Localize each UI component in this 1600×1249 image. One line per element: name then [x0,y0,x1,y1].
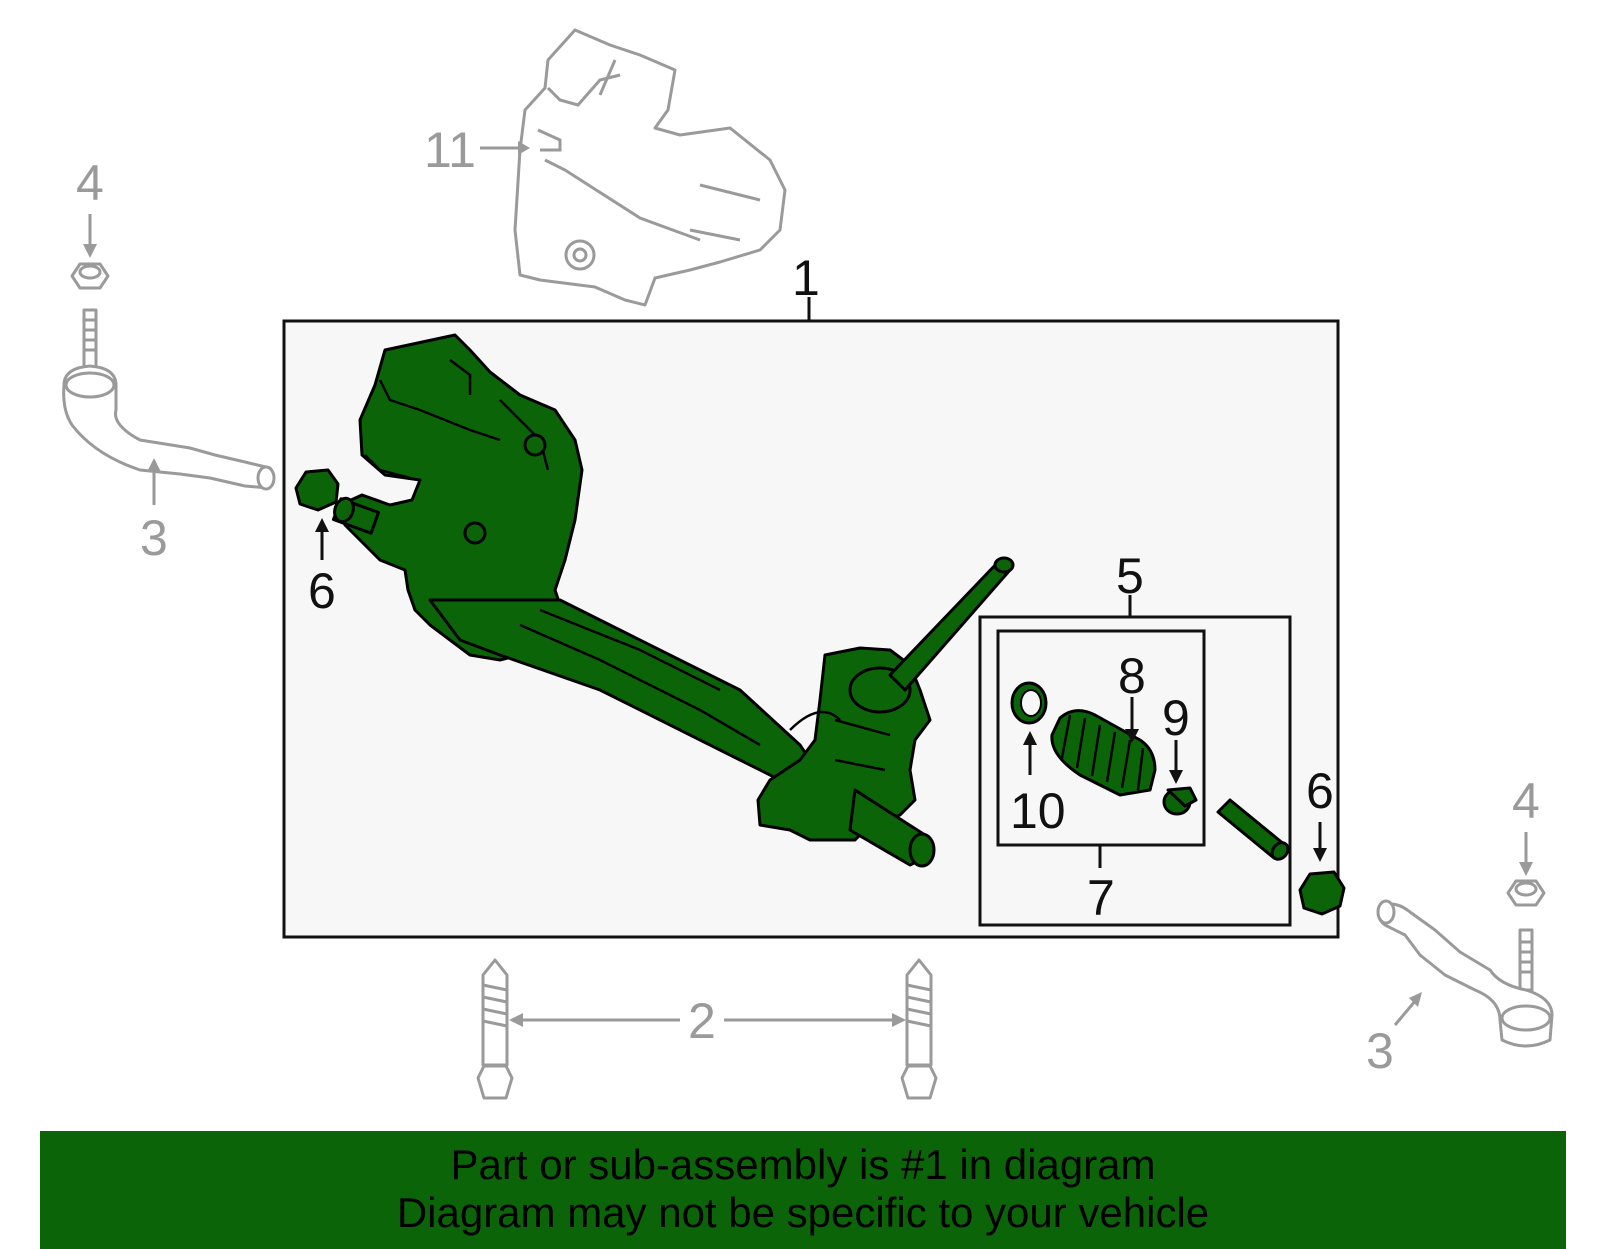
clamp-ring-icon [1010,681,1048,725]
tie-rod-end-icon [1376,899,1554,1048]
hex-nut-icon [70,262,110,290]
callout-5: 5 [1116,548,1144,604]
callout-4-left: 4 [76,155,104,211]
steering-rack-icon [331,333,1015,868]
callout-7: 7 [1087,870,1115,926]
notice-banner: Part or sub-assembly is #1 in diagram Di… [40,1131,1566,1249]
hex-nut-icon [1506,879,1546,907]
callout-9: 9 [1162,690,1190,746]
callout-4-right: 4 [1512,773,1540,829]
callout-2: 2 [688,993,716,1049]
banner-line-2: Diagram may not be specific to your vehi… [396,1189,1210,1236]
tie-rod-end-icon [62,308,276,491]
bellows-boot-icon [1050,709,1157,797]
callout-11: 11 [424,122,476,178]
small-clamp-icon [1162,786,1198,816]
callout-10: 10 [1010,783,1066,839]
callout-3-left: 3 [140,510,168,566]
hex-nut-icon [1298,870,1346,916]
hex-nut-icon [294,468,340,512]
callout-1: 1 [792,250,820,306]
bolt-icon [476,958,514,1100]
callout-6-right: 6 [1306,763,1334,819]
bolt-icon [900,958,938,1100]
callout-3-right: 3 [1366,1023,1394,1079]
boot-kit-box [978,615,1292,927]
inner-tie-rod-icon [1216,798,1290,861]
callout-8: 8 [1118,648,1146,704]
heat-shield-icon [513,28,787,307]
banner-line-1: Part or sub-assembly is #1 in diagram [450,1141,1156,1188]
callout-6-left: 6 [308,563,336,619]
